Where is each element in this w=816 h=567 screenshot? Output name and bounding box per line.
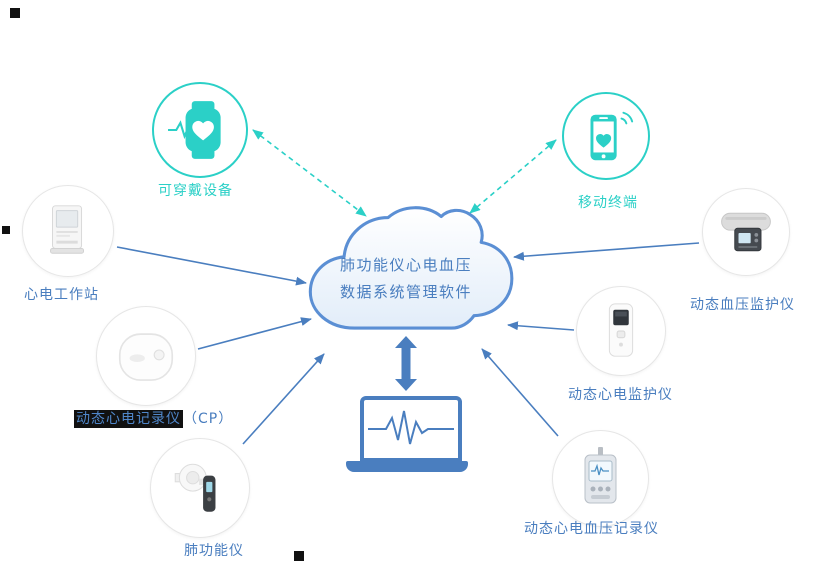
artifact-mark (294, 551, 304, 561)
cloud-title-line1: 肺功能仪心电血压 (339, 256, 472, 274)
cloud-title-line2: 数据系统管理软件 (339, 283, 472, 301)
artifact-mark (2, 226, 10, 234)
holter-cp-label-rest: （CP） (183, 411, 234, 427)
wearable-circle (152, 82, 248, 178)
holter-monitor-label: 动态心电监护仪 (568, 387, 673, 403)
connector-holtermonitor-cloud (507, 321, 575, 331)
cloud-title: 肺功能仪心电血压 数据系统管理软件 (306, 252, 506, 306)
exchange-arrow (395, 336, 417, 391)
spirometer-circle (150, 438, 250, 538)
bp-monitor-image (721, 212, 771, 252)
connector-spirometer-cloud (242, 353, 325, 445)
ecg-monitor-image (608, 303, 634, 357)
ecg-bp-recorder-image (584, 446, 616, 503)
laptop-image (360, 396, 462, 462)
connector-wearable-cloud (252, 129, 367, 217)
laptop-waveform (368, 410, 454, 445)
ecg-bp-recorder-circle (552, 430, 649, 527)
smartwatch-icon (168, 101, 221, 159)
connector-abp-cloud (513, 242, 700, 261)
holter-monitor-circle (576, 286, 666, 376)
workstation-circle (22, 185, 114, 277)
spirometer-label: 肺功能仪 (184, 543, 244, 559)
spirometer-image (174, 463, 216, 512)
ecg-workstation-image (50, 205, 84, 254)
connector-holtercp-cloud (197, 317, 312, 350)
abp-monitor-label: 动态血压监护仪 (690, 297, 795, 313)
connector-recorder-cloud (481, 348, 559, 437)
wearable-label: 可穿戴设备 (158, 183, 233, 199)
mobile-circle (562, 92, 650, 180)
connector-workstation-cloud (116, 246, 307, 286)
ecg-bp-recorder-label: 动态心电血压记录仪 (524, 521, 659, 537)
smartphone-icon (590, 111, 634, 161)
holter-cp-label: 动态心电记录仪（CP） (74, 408, 233, 428)
artifact-mark (10, 8, 20, 18)
abp-monitor-circle (702, 188, 790, 276)
workstation-label: 心电工作站 (24, 287, 99, 303)
mobile-label: 移动终端 (578, 195, 638, 211)
holter-recorder-image (118, 333, 174, 381)
holter-cp-circle (96, 306, 196, 406)
laptop-base (346, 461, 468, 472)
connector-mobile-cloud (469, 139, 557, 214)
holter-cp-label-highlight: 动态心电记录仪 (74, 410, 183, 428)
